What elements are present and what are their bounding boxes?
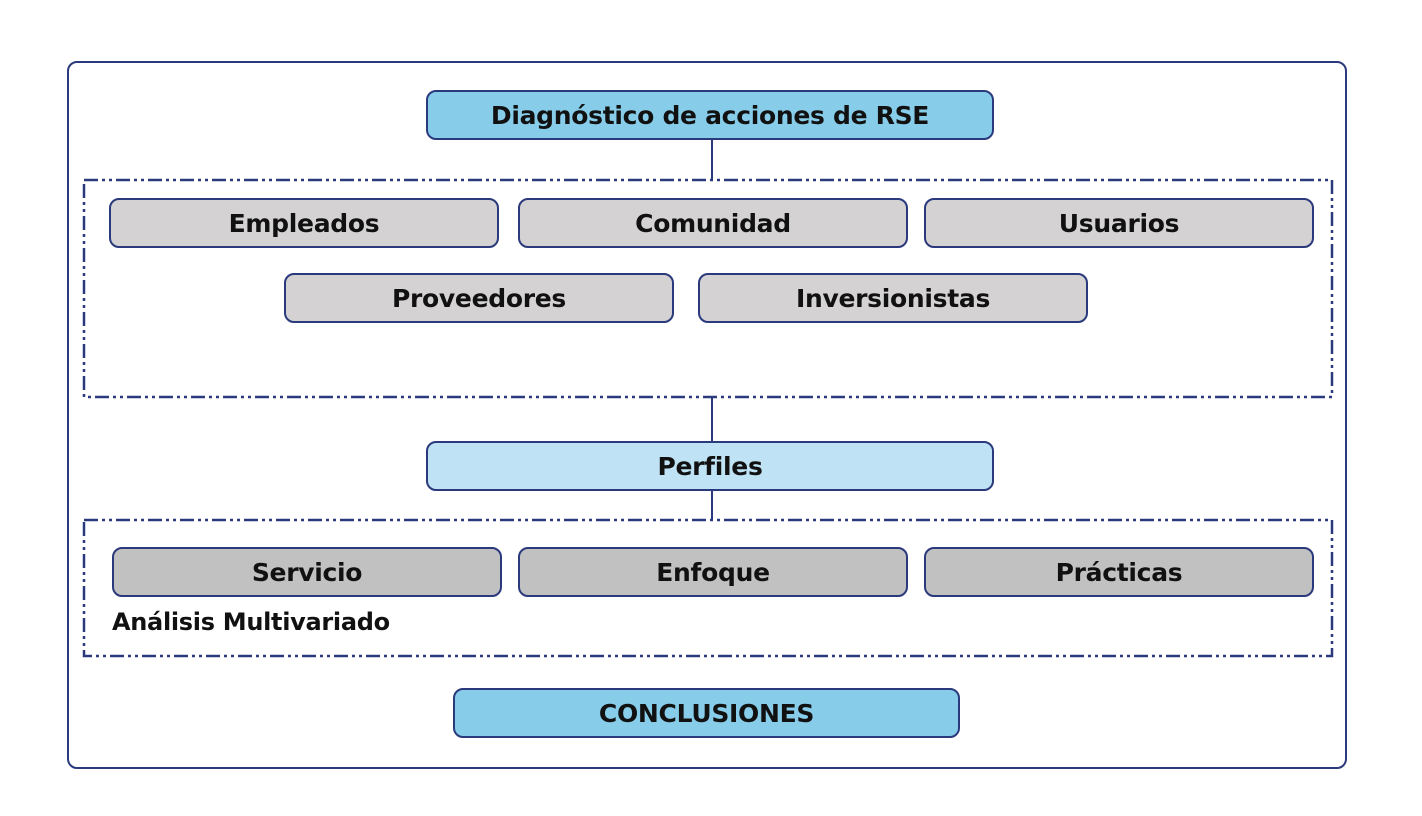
- title-label: Diagnóstico de acciones de RSE: [490, 100, 930, 130]
- analysis-group-border: [82, 518, 1334, 658]
- stakeholder-box-inversionistas: Inversionistas: [698, 273, 1088, 323]
- stakeholder-group-border: [82, 178, 1334, 399]
- conclusions-label: CONCLUSIONES: [598, 698, 815, 728]
- dimension-box-servicio: Servicio: [112, 547, 502, 597]
- stakeholder-label: Empleados: [228, 208, 380, 238]
- conclusions-box: CONCLUSIONES: [453, 688, 960, 738]
- dimension-label: Enfoque: [656, 557, 770, 587]
- title-box: Diagnóstico de acciones de RSE: [426, 90, 994, 140]
- stakeholder-box-empleados: Empleados: [109, 198, 499, 248]
- connector-profiles-analysis: [711, 491, 713, 521]
- stakeholder-box-comunidad: Comunidad: [518, 198, 908, 248]
- profiles-box: Perfiles: [426, 441, 994, 491]
- stakeholder-label: Comunidad: [635, 208, 791, 238]
- connector-title-stakeholders: [711, 140, 713, 180]
- dimension-label: Servicio: [251, 557, 363, 587]
- dimension-label: Prácticas: [1055, 557, 1183, 587]
- connector-stakeholders-profiles: [711, 398, 713, 442]
- stakeholder-box-proveedores: Proveedores: [284, 273, 674, 323]
- analysis-caption: Análisis Multivariado: [112, 608, 390, 636]
- stakeholder-label: Proveedores: [392, 283, 566, 313]
- outer-frame: [67, 61, 1347, 769]
- dimension-box-practicas: Prácticas: [924, 547, 1314, 597]
- stakeholder-box-usuarios: Usuarios: [924, 198, 1314, 248]
- dimension-box-enfoque: Enfoque: [518, 547, 908, 597]
- stakeholder-label: Inversionistas: [795, 283, 991, 313]
- profiles-label: Perfiles: [657, 451, 763, 481]
- stakeholder-label: Usuarios: [1058, 208, 1180, 238]
